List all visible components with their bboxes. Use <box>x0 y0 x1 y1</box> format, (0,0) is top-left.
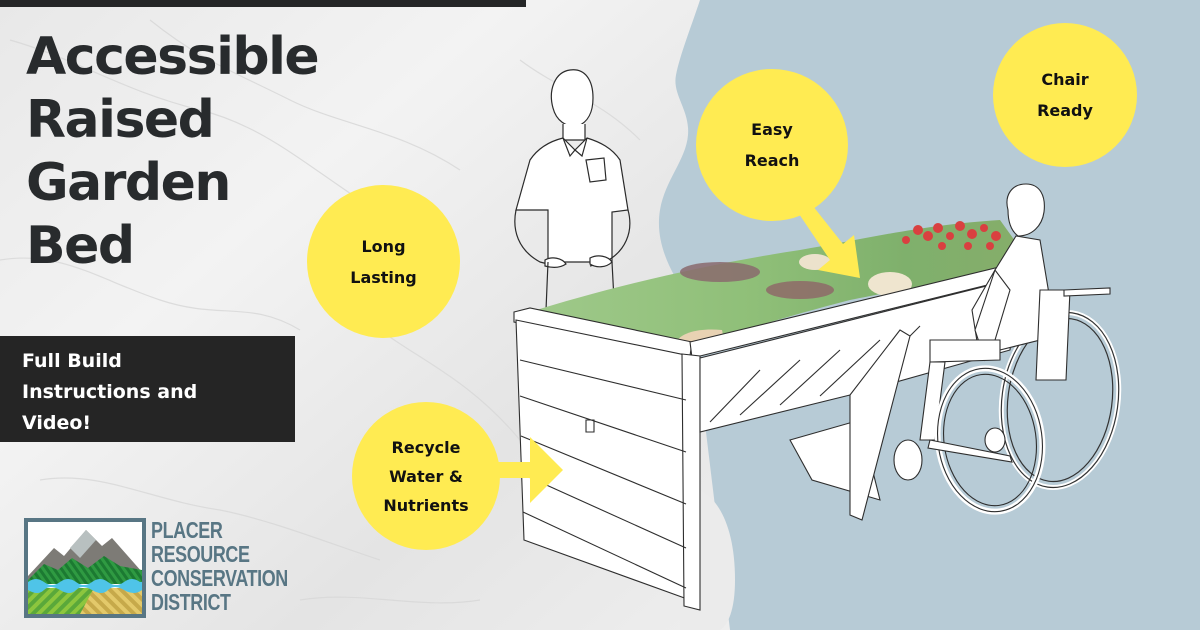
title-line: Raised <box>26 90 215 150</box>
cta-line: Instructions and <box>22 381 198 403</box>
title-line: Accessible <box>26 27 320 87</box>
feature-bubble-recycle: Recycle Water & Nutrients <box>352 402 500 550</box>
bubble-line: Ready <box>1037 101 1093 120</box>
bubble-line: Easy <box>751 120 793 139</box>
logo-line: PLACER <box>151 517 223 543</box>
bubble-line: Nutrients <box>383 495 469 515</box>
top-accent-bar <box>0 0 526 7</box>
logo-wordmark: PLACER RESOURCE CONSERVATION DISTRICT <box>151 518 288 614</box>
feature-bubble-long-lasting: Long Lasting <box>307 185 460 338</box>
mountain-river-logo-icon <box>24 518 146 618</box>
standing-person-sketch <box>514 69 631 311</box>
wheelchair-user-sketch <box>893 183 1111 515</box>
cta-line: Full Build <box>22 350 122 372</box>
logo-line: DISTRICT <box>151 589 231 615</box>
title-line: Garden <box>26 153 231 213</box>
bubble-line: Reach <box>744 151 800 170</box>
bubble-line: Lasting <box>350 267 417 287</box>
logo-line: CONSERVATION <box>151 565 288 591</box>
cta-line: Video! <box>22 412 92 434</box>
feature-bubble-chair-ready: Chair Ready <box>993 23 1137 167</box>
wheelchair-back-wheel <box>998 309 1122 491</box>
bubble-line: Recycle <box>391 437 461 457</box>
bubble-line: Chair <box>1041 70 1089 89</box>
build-instructions-callout[interactable]: Full Build Instructions and Video! <box>0 336 295 442</box>
page-title: Accessible Raised Garden Bed <box>26 26 320 278</box>
bubble-line: Water & <box>389 466 463 486</box>
bubble-line: Long <box>361 236 406 256</box>
logo-line: RESOURCE <box>151 541 250 567</box>
title-line: Bed <box>26 216 135 276</box>
raised-bed-sketch <box>513 220 1030 611</box>
feature-bubble-easy-reach: Easy Reach <box>696 69 848 221</box>
